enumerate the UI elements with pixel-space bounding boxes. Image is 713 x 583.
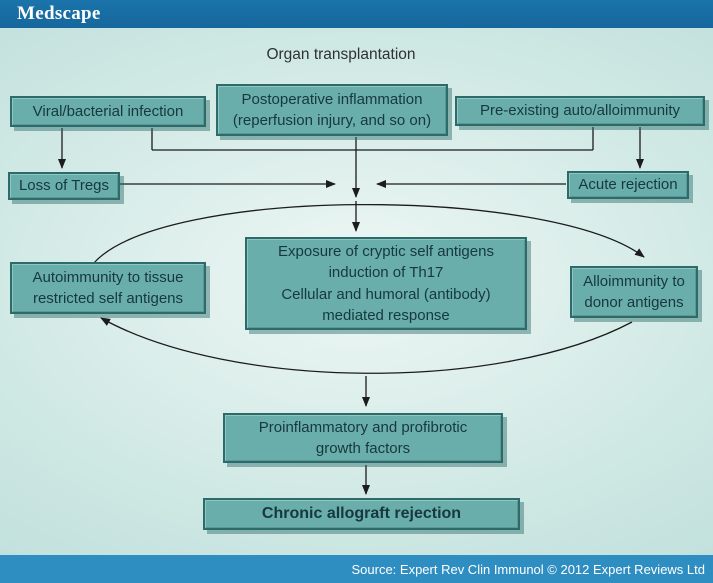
node-alloimmunity-donor-antigens: Alloimmunity to donor antigens — [570, 266, 698, 318]
node-label: Pre-existing auto/alloimmunity — [479, 102, 681, 120]
node-label: Alloimmunity to donor antigens — [583, 272, 685, 311]
node-label: Exposure of cryptic self antigens induct… — [278, 242, 494, 324]
node-postoperative-inflammation: Postoperative inflammation (reperfusion … — [216, 84, 448, 136]
node-autoimmunity-self-antigens: Autoimmunity to tissue restricted self a… — [10, 262, 206, 314]
node-label: Autoimmunity to tissue restricted self a… — [32, 268, 184, 307]
diagram-title: Organ transplantation — [266, 46, 416, 63]
node-label: Proinflammatory and profibrotic growth f… — [258, 418, 468, 457]
node-label: Chronic allograft rejection — [261, 504, 462, 522]
node-proinflammatory-profibrotic-factors: Proinflammatory and profibrotic growth f… — [223, 413, 503, 463]
node-label: Viral/bacterial infection — [32, 102, 184, 120]
node-label: Postoperative inflammation (reperfusion … — [232, 90, 432, 129]
node-loss-of-tregs: Loss of Tregs — [8, 172, 120, 200]
node-acute-rejection: Acute rejection — [567, 171, 689, 199]
node-cryptic-self-antigens-th17: Exposure of cryptic self antigens induct… — [245, 237, 527, 330]
header-bar: Medscape — [0, 0, 713, 28]
node-label: Loss of Tregs — [18, 177, 110, 195]
node-viral-bacterial-infection: Viral/bacterial infection — [10, 96, 206, 127]
source-credit: Source: Expert Rev Clin Immunol © 2012 E… — [351, 561, 705, 577]
medscape-logo: Medscape — [17, 3, 101, 24]
footer-bar: Source: Expert Rev Clin Immunol © 2012 E… — [0, 555, 713, 583]
node-preexisting-autoalloimmunity: Pre-existing auto/alloimmunity — [455, 96, 705, 126]
node-label: Acute rejection — [578, 176, 678, 194]
node-chronic-allograft-rejection: Chronic allograft rejection — [203, 498, 520, 530]
